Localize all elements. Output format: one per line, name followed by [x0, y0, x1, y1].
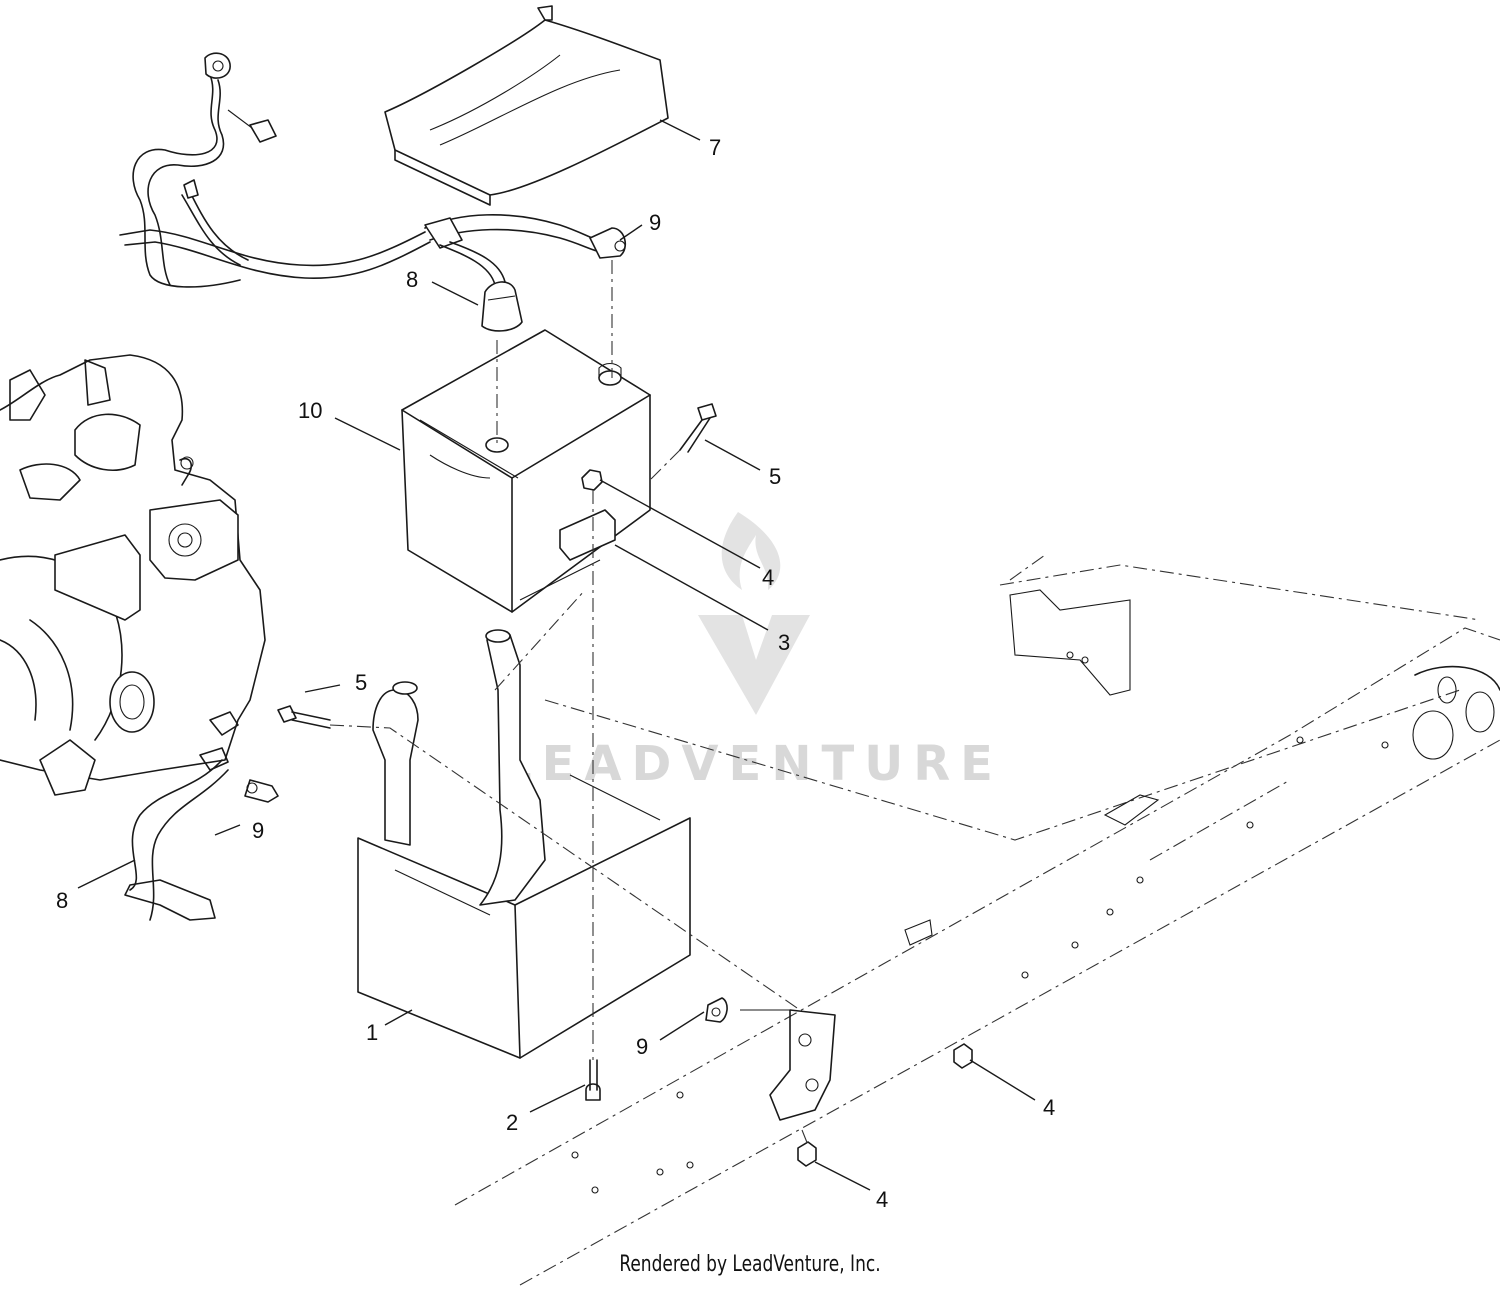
callout-10: 10	[298, 398, 322, 423]
hardware	[277, 403, 973, 1167]
callout-1: 1	[366, 1020, 378, 1045]
frame-bracket	[740, 1009, 836, 1121]
cable-harness	[119, 52, 627, 288]
battery-tray	[357, 629, 691, 1059]
callout-8-left: 8	[56, 888, 68, 913]
battery-cover	[384, 5, 669, 206]
frame-rail	[454, 554, 1500, 1286]
callout-5-left: 5	[355, 670, 367, 695]
lower-harness	[124, 759, 279, 921]
watermark-logo	[698, 512, 810, 715]
terminal-boot	[481, 281, 523, 332]
callout-4-lower: 4	[876, 1187, 888, 1212]
battery	[401, 329, 651, 613]
engine	[0, 354, 266, 796]
footer-credit: Rendered by LeadVenture, Inc.	[619, 1252, 881, 1277]
callouts: 7 9 8 10 5 4 3 5 9 8 1 9 2 4 4	[56, 135, 1055, 1212]
assembly-lines	[329, 260, 809, 1146]
callout-9-left: 9	[252, 818, 264, 843]
callout-9-lower: 9	[636, 1034, 648, 1059]
callout-4-right: 4	[1043, 1095, 1055, 1120]
watermark-text: LEADVENTURE	[501, 736, 1003, 792]
leader-lines	[77, 119, 1036, 1191]
callout-9-upper: 9	[649, 210, 661, 235]
callout-7: 7	[709, 135, 721, 160]
callout-3: 3	[778, 630, 790, 655]
callout-2: 2	[506, 1110, 518, 1135]
callout-4-battery: 4	[762, 565, 774, 590]
callout-8-upper: 8	[406, 267, 418, 292]
callout-5-upper: 5	[769, 464, 781, 489]
